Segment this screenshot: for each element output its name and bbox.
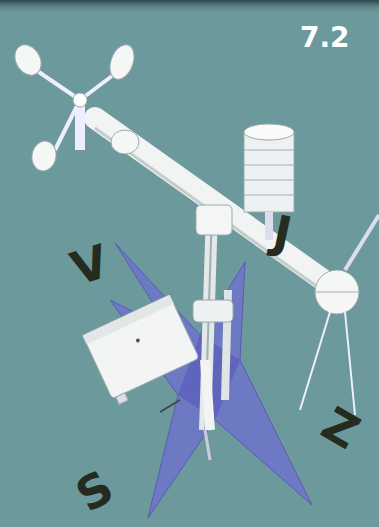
sensor-tube bbox=[205, 360, 210, 430]
figure-number: 7.2 bbox=[300, 24, 350, 52]
electronics-box bbox=[83, 295, 203, 406]
sensor-knob bbox=[111, 130, 139, 154]
vane-wire bbox=[300, 312, 330, 410]
anemometer-arm bbox=[55, 100, 80, 150]
crossarm bbox=[95, 118, 340, 292]
clamp bbox=[196, 205, 232, 235]
vane-rod bbox=[345, 215, 379, 270]
anemometer-cup bbox=[106, 41, 139, 82]
top-shade bbox=[0, 0, 379, 14]
mast-foot bbox=[205, 430, 210, 460]
ground-rod bbox=[160, 400, 180, 412]
clamp bbox=[193, 300, 233, 322]
crossarm-shadow bbox=[95, 128, 336, 300]
sensor-sphere bbox=[315, 270, 359, 314]
anemometer-hub bbox=[73, 93, 87, 107]
vane-wire bbox=[345, 312, 355, 415]
anemometer-cup bbox=[10, 40, 47, 80]
sphere-seam bbox=[315, 292, 359, 293]
anemometer-cup bbox=[30, 139, 59, 173]
